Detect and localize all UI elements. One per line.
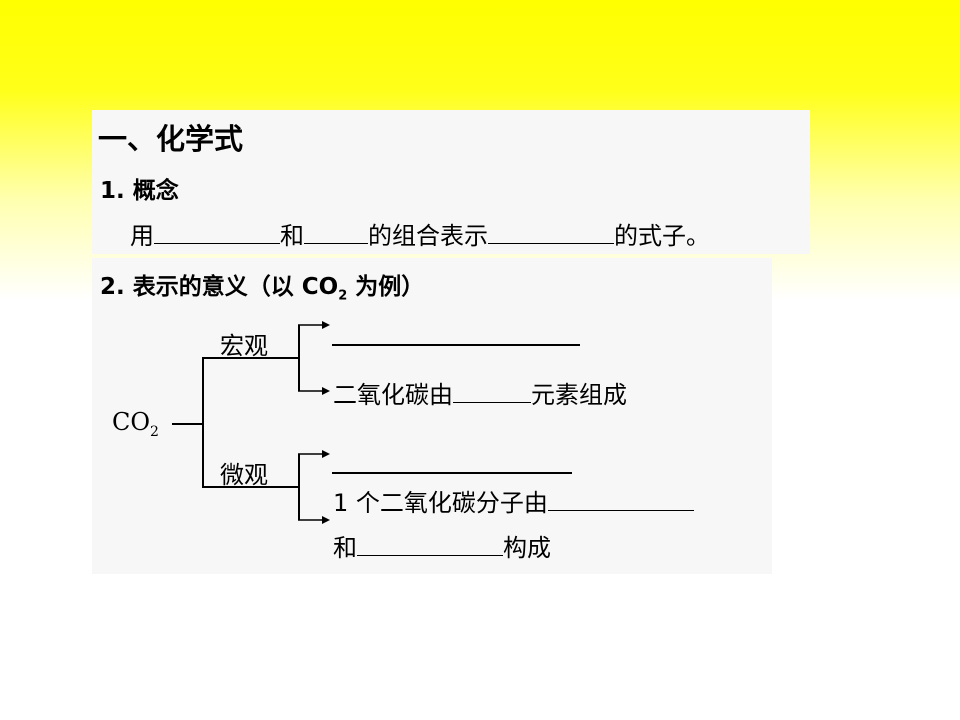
arrow-icon	[298, 387, 330, 395]
arrow-icon	[298, 516, 330, 524]
micro-blank-1	[332, 472, 572, 474]
concept-text-3: 的组合表示	[368, 222, 488, 250]
blank-3	[488, 217, 614, 244]
micro-branch	[202, 486, 299, 488]
macro-bracket	[298, 325, 300, 391]
root-formula-sub: 2	[150, 423, 159, 440]
root-connector	[172, 423, 203, 425]
section-title: 一、化学式	[98, 122, 244, 156]
macro-line-2-suffix: 元素组成	[531, 381, 627, 409]
root-formula: CO2	[112, 408, 159, 440]
micro-bracket	[298, 454, 300, 520]
meaning-heading-tail: 为例）	[347, 274, 425, 300]
macro-blank-1	[332, 344, 580, 346]
arrow-icon	[298, 450, 330, 458]
macro-blank-2	[453, 376, 531, 403]
macro-branch	[202, 357, 299, 359]
concept-text-2: 和	[280, 222, 304, 250]
micro-blank-3	[357, 529, 503, 556]
blank-1	[154, 217, 280, 244]
micro-label: 微观	[220, 461, 268, 489]
concept-text-1: 用	[130, 222, 154, 250]
main-vertical	[202, 357, 204, 487]
macro-line-2-prefix: 二氧化碳由	[333, 381, 453, 409]
micro-line-2-prefix: 1 个二氧化碳分子由	[333, 489, 548, 517]
micro-blank-2	[547, 484, 694, 511]
concept-text-4: 的式子。	[614, 222, 710, 250]
micro-line-3-suffix: 构成	[503, 534, 551, 562]
blank-2	[304, 217, 368, 244]
arrow-icon	[298, 321, 330, 329]
concept-heading: 1. 概念	[100, 178, 179, 204]
root-formula-text: CO	[112, 408, 151, 436]
content-panel-top	[92, 110, 810, 254]
content-panel-bottom	[92, 258, 772, 574]
meaning-heading-sub: 2	[338, 288, 348, 304]
meaning-heading: 2. 表示的意义（以 CO2 为例）	[100, 267, 424, 304]
meaning-heading-text: 2. 表示的意义（以 CO	[100, 274, 339, 300]
concept-sentence: 用 和 的组合表示 的式子。	[130, 216, 710, 251]
micro-line-2: 1 个二氧化碳分子由	[333, 483, 694, 518]
micro-line-3-prefix: 和	[333, 534, 357, 562]
micro-line-3: 和 构成	[333, 528, 551, 563]
macro-label: 宏观	[220, 332, 268, 360]
macro-line-2: 二氧化碳由 元素组成	[333, 375, 627, 410]
